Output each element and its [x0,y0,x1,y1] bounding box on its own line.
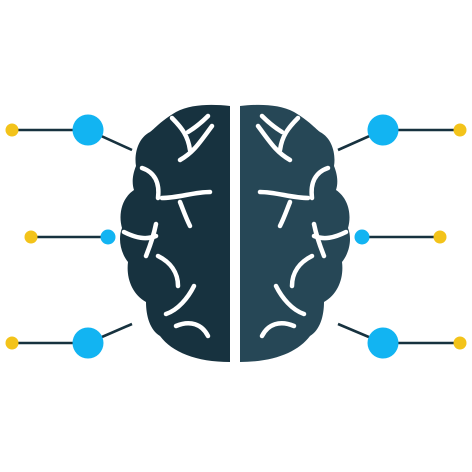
left-fold [155,253,181,289]
brain-left-hemisphere [120,104,230,362]
brain-folds [121,113,349,339]
left-fold [185,113,211,135]
right-fold [289,253,315,289]
left-fold [159,189,213,201]
blue-node [100,229,116,245]
left-fold [143,221,159,259]
blue-node [72,114,104,146]
yellow-node [5,336,19,350]
left-fold [169,115,193,153]
left-fold [177,123,215,163]
yellow-node [5,123,19,137]
right-fold [273,283,307,317]
right-fold [277,199,293,229]
right-fold [309,165,331,201]
blue-node [367,327,399,359]
yellow-node [433,230,447,244]
left-fold [163,283,197,317]
blue-node [354,229,370,245]
right-fold [311,221,327,259]
right-fold [277,115,301,153]
right-fold [255,123,293,163]
yellow-node [453,123,467,137]
right-fold [259,113,285,135]
right-fold [259,321,297,339]
blue-node [367,114,399,146]
left-connection-network [5,114,133,359]
right-fold [257,189,311,201]
brain-right-hemisphere [240,104,350,362]
yellow-node [24,230,38,244]
left-fold [139,165,161,201]
left-fold [177,199,193,229]
right-connection-network [337,114,467,359]
blue-node [72,327,104,359]
yellow-node [453,336,467,350]
left-fold [173,321,211,339]
